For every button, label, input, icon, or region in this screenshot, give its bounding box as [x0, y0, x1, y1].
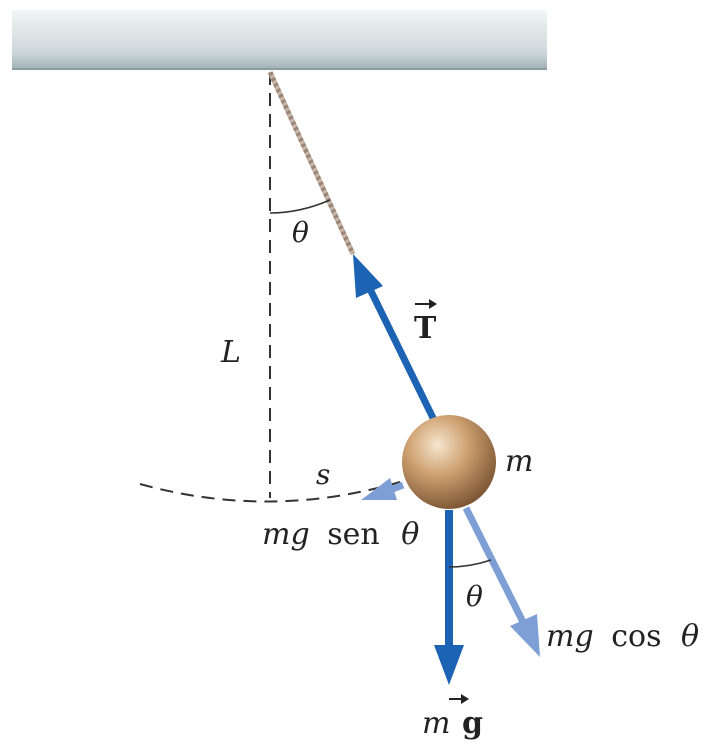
theta-top-label: θ: [292, 216, 309, 249]
tension-vector-arrow-head: [429, 299, 437, 309]
bottom-angle-arc: [448, 559, 492, 568]
weight-arrow: [434, 510, 464, 685]
weight-m: m: [422, 706, 450, 741]
svg-text:T: T: [414, 311, 437, 346]
arc-path: [139, 481, 401, 503]
tension-arrow: [353, 254, 438, 422]
radial-component-arrow: [462, 506, 540, 657]
tangential-fn: sen: [327, 517, 379, 552]
radial-fn: cos: [611, 619, 661, 654]
radial-mg: mg: [546, 619, 594, 654]
top-angle-arc: [269, 199, 331, 214]
length-label: L: [220, 335, 241, 370]
theta-bottom-label: θ: [466, 580, 483, 613]
tangential-component-label: mg sen θ: [262, 517, 419, 552]
arc-label: s: [316, 458, 330, 491]
weight-g: g: [462, 706, 483, 741]
mass-label: m: [505, 444, 533, 479]
tangential-component-arrow: [361, 478, 405, 500]
weight-vector-arrow-head: [461, 694, 469, 704]
tangential-mg: mg: [262, 517, 310, 552]
tangential-theta: θ: [401, 517, 419, 552]
radial-component-label: mg cos θ: [546, 619, 699, 654]
pendulum-bob: [402, 415, 496, 509]
svg-text:m g: m g: [422, 706, 483, 741]
ceiling: [12, 10, 547, 70]
pendulum-string: [267, 70, 356, 256]
radial-theta: θ: [681, 619, 699, 654]
tension-label: T: [414, 299, 437, 346]
weight-label: m g: [422, 694, 483, 741]
